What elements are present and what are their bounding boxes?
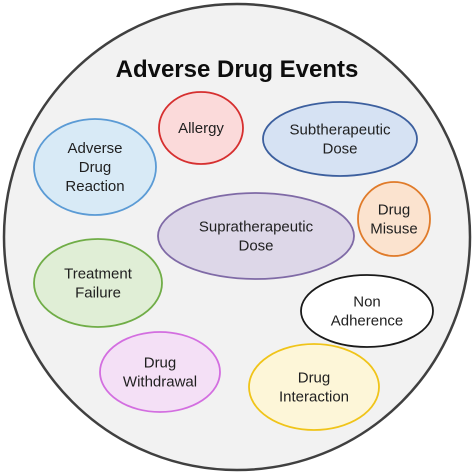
bubble-shape (33, 118, 157, 216)
bubble-shape (300, 274, 434, 348)
bubble-label-line: Non (353, 294, 381, 311)
bubble-label-line: Misuse (370, 221, 418, 238)
bubble-shape (262, 101, 418, 177)
bubble-shape (248, 343, 380, 431)
bubble-label-line: Subtherapeutic (290, 122, 391, 139)
bubble-shape (157, 192, 355, 280)
bubble-label-line: Supratherapeutic (199, 219, 314, 236)
bubble-label-line: Treatment (64, 266, 133, 283)
bubble-shape (158, 91, 244, 165)
bubble-label-line: Drug (378, 202, 411, 219)
bubble-label-line: Failure (75, 285, 121, 302)
bubble-label-line: Withdrawal (123, 374, 197, 391)
diagram-title: Adverse Drug Events (116, 56, 359, 83)
bubble-label-line: Dose (238, 238, 273, 255)
bubble-label-line: Drug (298, 370, 331, 387)
bubble-allergy: Allergy (158, 91, 244, 165)
bubble-label-line: Adverse (67, 140, 122, 157)
bubble-label-line: Reaction (65, 178, 124, 195)
bubble-label-line: Drug (79, 159, 112, 176)
bubble-shape (33, 238, 163, 328)
bubble-label-line: Drug (144, 355, 177, 372)
bubble-label-line: Interaction (279, 389, 349, 406)
bubble-shape (99, 331, 221, 413)
bubble-shape (357, 181, 431, 257)
bubble-label-line: Adherence (331, 313, 404, 330)
bubble-label-line: Allergy (178, 120, 224, 137)
bubble-label-line: Dose (322, 141, 357, 158)
